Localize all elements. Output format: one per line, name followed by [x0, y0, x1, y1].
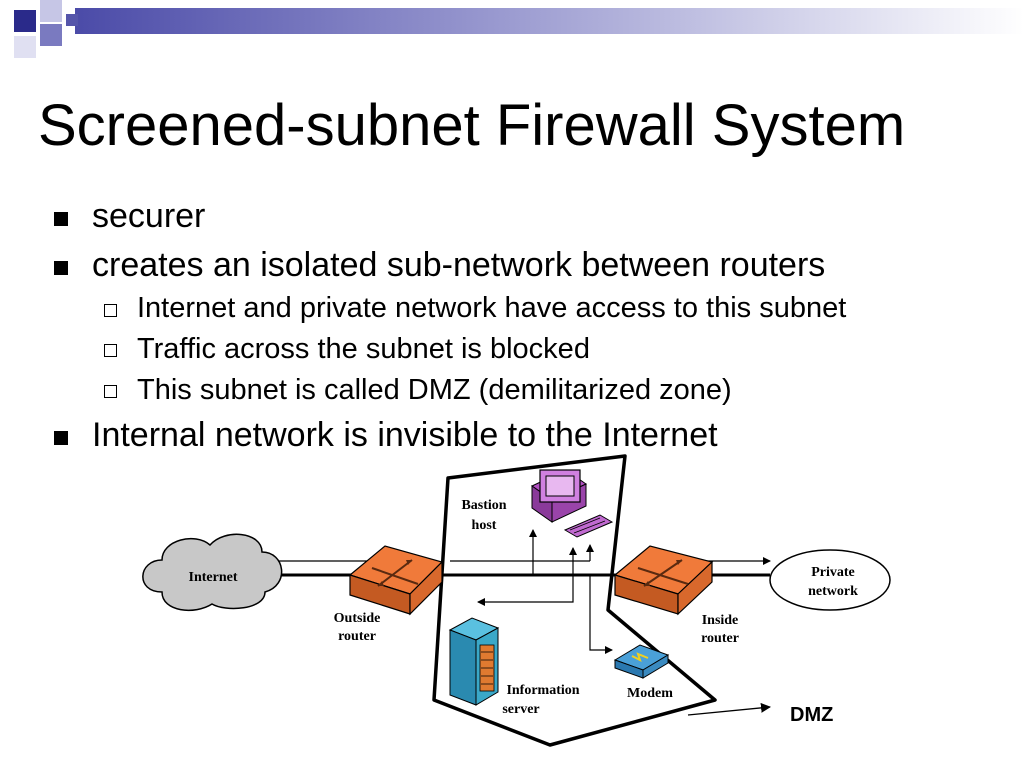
bullet-invisible: Internal network is invisible to the Int…: [92, 416, 718, 454]
sub-bullet-traffic: Traffic across the subnet is blocked: [137, 333, 590, 365]
sub-bullet-marker: [104, 344, 117, 357]
bullet-isolated-subnet: creates an isolated sub-network between …: [92, 246, 826, 284]
arrow-to-modem: [589, 575, 613, 654]
bullet-marker: [54, 212, 68, 226]
inside-router: Inside router: [613, 545, 739, 646]
sub-bullet-access: Internet and private network have access…: [137, 292, 847, 324]
dmz-label: DMZ: [790, 704, 833, 726]
outside-router: Outside router: [334, 545, 444, 644]
bullet-securer: securer: [92, 197, 206, 235]
sub-bullet-dmz: This subnet is called DMZ (demilitarized…: [137, 374, 732, 406]
header-square-dark: [14, 10, 36, 32]
information-server: Information server: [448, 617, 580, 717]
bastion-host-computer: Bastion host: [461, 469, 614, 538]
bastion-host-label-line2: host: [472, 518, 497, 533]
header-square-light: [40, 0, 62, 22]
arrow-to-info-server: [477, 575, 574, 606]
private-network-label-line2: network: [808, 584, 858, 599]
private-network-label-line1: Private: [811, 565, 855, 580]
modem-device: Modem: [613, 644, 673, 701]
dmz-boundary: [432, 454, 717, 747]
private-network: Private network: [769, 549, 891, 611]
internet-cloud: Internet: [142, 533, 283, 611]
info-server-label-line2: server: [502, 702, 539, 717]
outside-router-label-line2: router: [338, 629, 376, 644]
modem-label: Modem: [627, 686, 673, 701]
bullet-marker: [54, 261, 68, 275]
dmz-pointer-arrow: [687, 702, 771, 716]
internet-label: Internet: [189, 570, 238, 585]
outside-router-label-line1: Outside: [334, 611, 381, 626]
header-square-mid: [40, 24, 62, 46]
header-square-small: [66, 14, 78, 26]
bastion-host-label-line1: Bastion: [461, 498, 506, 513]
sub-bullet-marker: [104, 385, 117, 398]
inside-router-label-line2: router: [701, 631, 739, 646]
header-square-faint: [14, 36, 36, 58]
inside-router-label-line1: Inside: [702, 613, 739, 628]
header-gradient-bar: [75, 8, 1024, 34]
info-server-label-line1: Information: [506, 683, 579, 698]
bullet-marker: [54, 431, 68, 445]
sub-bullet-marker: [104, 304, 117, 317]
slide-title: Screened-subnet Firewall System: [38, 93, 906, 158]
